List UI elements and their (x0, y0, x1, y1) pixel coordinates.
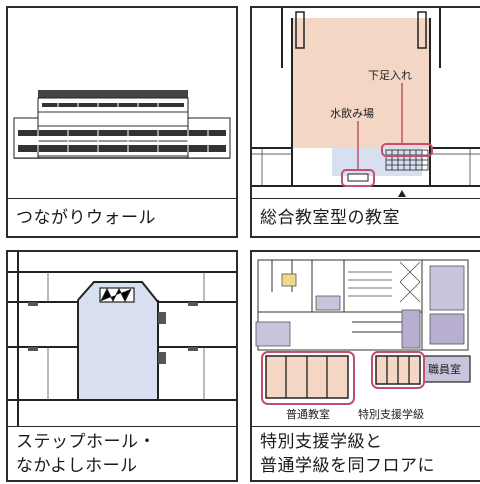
caption-box: ステップホール・ なかよしホール (8, 426, 236, 480)
label-regular-class: 普通教室 (286, 407, 330, 421)
caption-box: 特別支援学級と 普通学級を同フロアに (252, 426, 480, 480)
caption-line-2: なかよしホール (16, 455, 138, 476)
north-arrow-icon (398, 190, 406, 197)
panel-step-hall: ステップホール・ なかよしホール (6, 250, 238, 482)
label-water-fountain: 水飲み場 (330, 106, 374, 120)
section-drawing (8, 252, 236, 427)
panel-comprehensive-classroom: 下足入れ 水飲み場 総合教室型の教室 (250, 6, 480, 238)
floor-plan-drawing: 職員室 普通教室 特別支援学級 (255, 259, 471, 421)
caption-box: 総合教室型の教室 (252, 198, 480, 236)
panel-connection-wall: つながりウォール (6, 6, 238, 238)
caption-line-1: ステップホール・ (16, 431, 156, 452)
caption-line-1: 総合教室型の教室 (260, 207, 400, 228)
label-special-class: 特別支援学級 (358, 407, 424, 421)
caption-line-2: 普通学級を同フロアに (260, 455, 435, 476)
caption-line-1: つながりウォール (16, 207, 156, 228)
building-elevation-drawing (13, 90, 231, 159)
caption-line-1: 特別支援学級と (260, 431, 383, 452)
label-lower-shoe: 下足入れ (368, 69, 412, 82)
caption-box: つながりウォール (8, 198, 236, 236)
label-staff-room: 職員室 (428, 362, 461, 376)
panel-same-floor-classes: 職員室 普通教室 特別支援学級 特別支援学級と 普通学級を同フロアに (250, 250, 480, 482)
classroom-plan-drawing: 下足入れ 水飲み場 (252, 8, 480, 197)
